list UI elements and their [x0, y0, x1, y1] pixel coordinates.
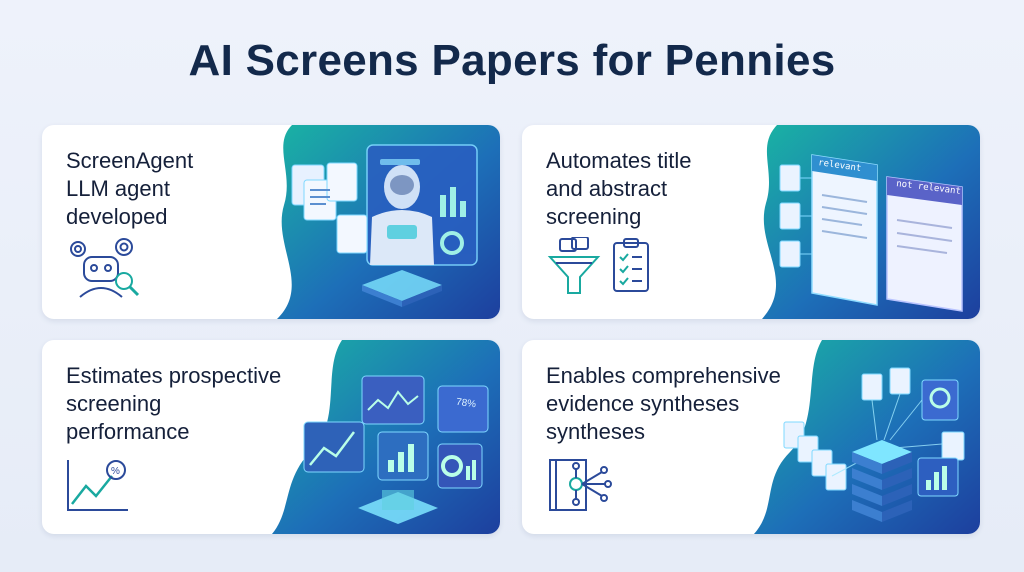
card-line: evidence syntheses — [546, 391, 740, 416]
card-text: Enables comprehensive evidence syntheses… — [546, 362, 846, 446]
card-line: screening — [66, 391, 162, 416]
card-line: syntheses — [546, 419, 646, 444]
page-title: AI Screens Papers for Pennies — [188, 36, 836, 85]
card-screenagent: ScreenAgent LLM agent developed — [42, 125, 500, 319]
analytics-dashboard-illustration — [272, 340, 500, 534]
card-automates-screening: relevant not relevant Automates title an… — [522, 125, 980, 319]
data-stack-illustration — [754, 340, 980, 534]
card-line: Estimates prospective — [66, 363, 282, 388]
svg-text:%: % — [111, 466, 120, 477]
book-network-icon — [549, 459, 612, 511]
card-text: Estimates prospective screening performa… — [66, 362, 366, 446]
card-line: LLM agent — [66, 176, 170, 201]
robot-gear-magnifier-icon — [70, 238, 140, 298]
card-text: Automates title and abstract screening — [546, 147, 796, 231]
card-line: ScreenAgent — [66, 148, 194, 173]
card-line: performance — [66, 419, 190, 444]
card-text: ScreenAgent LLM agent developed — [66, 147, 316, 231]
percent-line-chart-icon: % — [67, 460, 128, 511]
card-enables-syntheses: Enables comprehensive evidence syntheses… — [522, 340, 980, 534]
card-line: developed — [66, 204, 168, 229]
card-estimates-performance: 78% Estimates prospective screening perf… — [42, 340, 500, 534]
robot-with-documents-illustration — [277, 125, 500, 319]
card-line: Enables comprehensive — [546, 363, 781, 388]
relevance-panels-illustration — [762, 125, 980, 319]
card-line: Automates title — [546, 148, 692, 173]
card-line: and abstract — [546, 176, 668, 201]
card-line: screening — [546, 204, 642, 229]
funnel-clipboard-icon — [547, 237, 649, 294]
